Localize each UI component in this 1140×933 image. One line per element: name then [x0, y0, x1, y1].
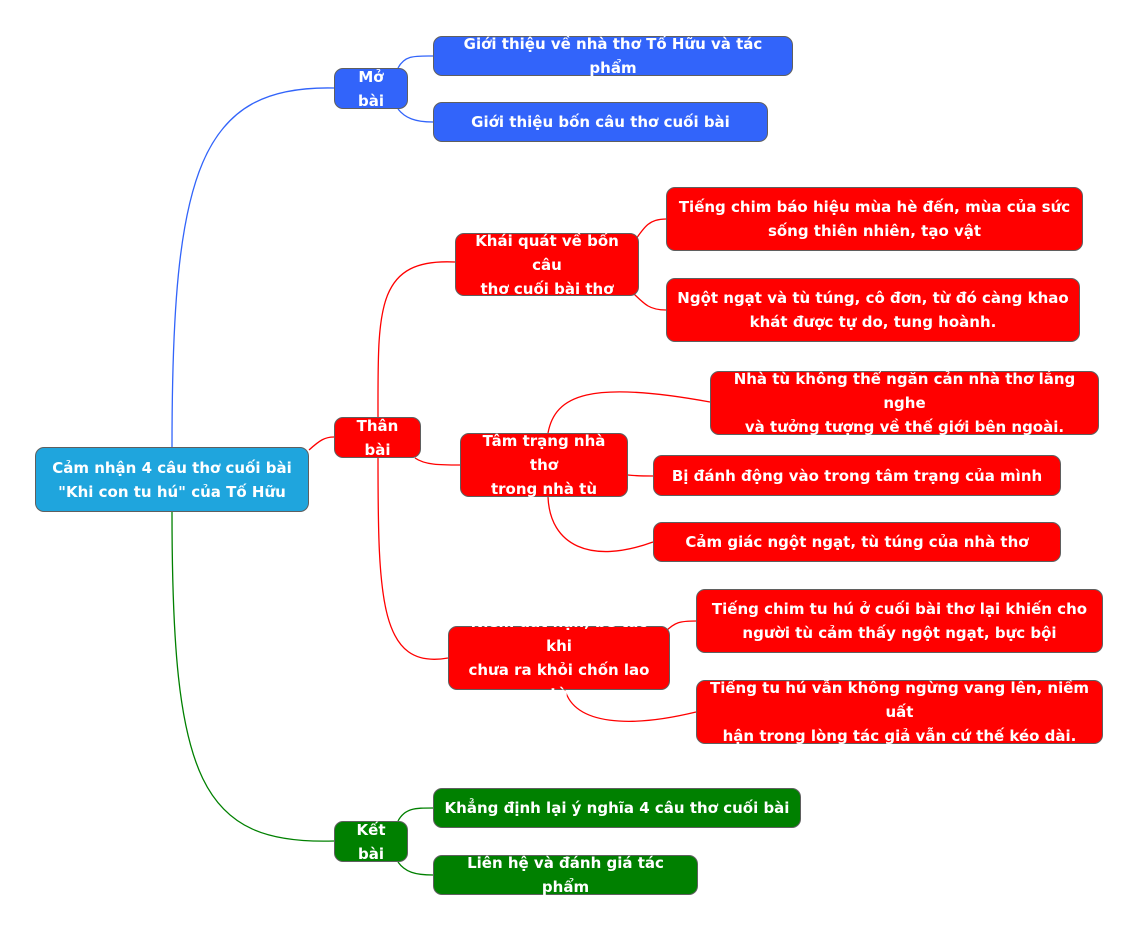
root-node[interactable]: Cảm nhận 4 câu thơ cuối bài "Khi con tu …: [35, 447, 309, 512]
connector-resentment-to-bird: [664, 620, 697, 633]
connector-body-to-overview: [377, 261, 456, 418]
intro-item-verses-label: Giới thiệu bốn câu thơ cuối bài: [471, 113, 730, 131]
connector-prison-to-stifled: [547, 496, 654, 553]
body-topic-resentment-line-2: chưa ra khỏi chốn lao tù: [468, 661, 650, 703]
resentment-detail-endless[interactable]: Tiếng tu hú vẫn không ngừng vang lên, ni…: [696, 679, 1103, 745]
connector-intro-to-author: [397, 55, 434, 69]
connector-root-to-intro: [171, 87, 335, 448]
overview-detail-freedom-line-1: Ngột ngạt và tù túng, cô đơn, từ đó càng…: [677, 289, 1069, 307]
prison-detail-listening[interactable]: Nhà tù không thể ngăn cản nhà thơ lắng n…: [710, 370, 1099, 436]
resentment-detail-bird-call[interactable]: Tiếng chim tu hú ở cuối bài thơ lại khiế…: [696, 589, 1103, 653]
resentment-detail-bird-call-line-1: Tiếng chim tu hú ở cuối bài thơ lại khiế…: [711, 600, 1088, 618]
resentment-detail-endless-line-1: Tiếng tu hú vẫn không ngừng vang lên, ni…: [709, 679, 1090, 721]
prison-detail-awakened[interactable]: Bị đánh động vào trong tâm trạng của mìn…: [653, 455, 1061, 496]
resentment-detail-bird-call-line-2: người tù cảm thấy ngột ngạt, bực bội: [742, 624, 1057, 642]
conclusion-node[interactable]: Kết bài: [334, 821, 408, 863]
body-topic-resentment[interactable]: Niềm uất hận, bế tắc khi chưa ra khỏi ch…: [448, 613, 670, 703]
connector-prison-to-awakened: [627, 474, 654, 477]
intro-item-author[interactable]: Giới thiệu về nhà thơ Tố Hữu và tác phẩm: [433, 35, 793, 77]
root-node-line-2: "Khi con tu hú" của Tố Hữu: [58, 482, 286, 501]
prison-detail-stifled-label: Cảm giác ngột ngạt, tù túng của nhà thơ: [685, 533, 1029, 551]
body-topic-prison-mood-line-1: Tâm trạng nhà thơ: [482, 432, 606, 474]
body-topic-prison-mood[interactable]: Tâm trạng nhà thơ trong nhà tù: [460, 432, 628, 498]
conclusion-node-label: Kết bài: [356, 820, 386, 863]
prison-detail-listening-line-1: Nhà tù không thể ngăn cản nhà thơ lắng n…: [733, 370, 1076, 412]
overview-detail-summer[interactable]: Tiếng chim báo hiệu mùa hè đến, mùa của …: [666, 187, 1083, 251]
intro-item-author-label: Giới thiệu về nhà thơ Tố Hữu và tác phẩm: [463, 35, 763, 77]
connector-root-to-body: [308, 436, 335, 451]
overview-detail-summer-line-2: sống thiên nhiên, tạo vật: [767, 222, 982, 240]
connector-intro-to-verses: [397, 108, 434, 123]
connector-root-to-conclusion: [171, 511, 335, 842]
connector-conclusion-to-eval: [397, 861, 434, 876]
connector-overview-to-freedom: [631, 291, 667, 311]
connector-resentment-to-endless: [564, 689, 697, 722]
overview-detail-summer-line-1: Tiếng chim báo hiệu mùa hè đến, mùa của …: [678, 198, 1071, 216]
body-topic-resentment-line-1: Niềm uất hận, bế tắc khi: [470, 613, 648, 655]
prison-detail-listening-line-2: và tưởng tượng về thế giới bên ngoài.: [744, 418, 1065, 436]
intro-node-label: Mở bài: [357, 67, 384, 110]
intro-node[interactable]: Mở bài: [334, 68, 408, 110]
body-node-label: Thân bài: [356, 416, 399, 459]
overview-detail-freedom-line-2: khát được tự do, tung hoành.: [749, 313, 997, 331]
body-node[interactable]: Thân bài: [334, 417, 421, 459]
connector-body-to-resentment: [377, 457, 449, 660]
overview-detail-freedom[interactable]: Ngột ngạt và tù túng, cô đơn, từ đó càng…: [666, 278, 1080, 342]
prison-detail-awakened-label: Bị đánh động vào trong tâm trạng của mìn…: [671, 466, 1043, 485]
conclusion-item-meaning-label: Khẳng định lại ý nghĩa 4 câu thơ cuối bà…: [444, 799, 790, 817]
body-topic-overview[interactable]: Khái quát về bốn câu thơ cuối bài thơ: [455, 232, 639, 298]
connector-body-to-prison-mood: [414, 457, 461, 466]
body-topic-prison-mood-line-2: trong nhà tù: [490, 480, 598, 498]
body-topic-overview-line-1: Khái quát về bốn câu: [475, 231, 619, 274]
connector-prison-to-listening: [547, 391, 711, 434]
conclusion-item-evaluation[interactable]: Liên hệ và đánh giá tác phẩm: [433, 854, 698, 896]
conclusion-item-evaluation-label: Liên hệ và đánh giá tác phẩm: [467, 854, 664, 896]
intro-item-verses[interactable]: Giới thiệu bốn câu thơ cuối bài: [433, 102, 768, 142]
body-topic-overview-line-2: thơ cuối bài thơ: [480, 279, 614, 298]
resentment-detail-endless-line-2: hận trong lòng tác giả vẫn cứ thế kéo dà…: [722, 727, 1077, 745]
root-node-line-1: Cảm nhận 4 câu thơ cuối bài: [52, 458, 292, 477]
conclusion-item-meaning[interactable]: Khẳng định lại ý nghĩa 4 câu thơ cuối bà…: [433, 788, 801, 828]
connector-conclusion-to-meaning: [397, 807, 434, 822]
prison-detail-stifled[interactable]: Cảm giác ngột ngạt, tù túng của nhà thơ: [653, 522, 1061, 562]
